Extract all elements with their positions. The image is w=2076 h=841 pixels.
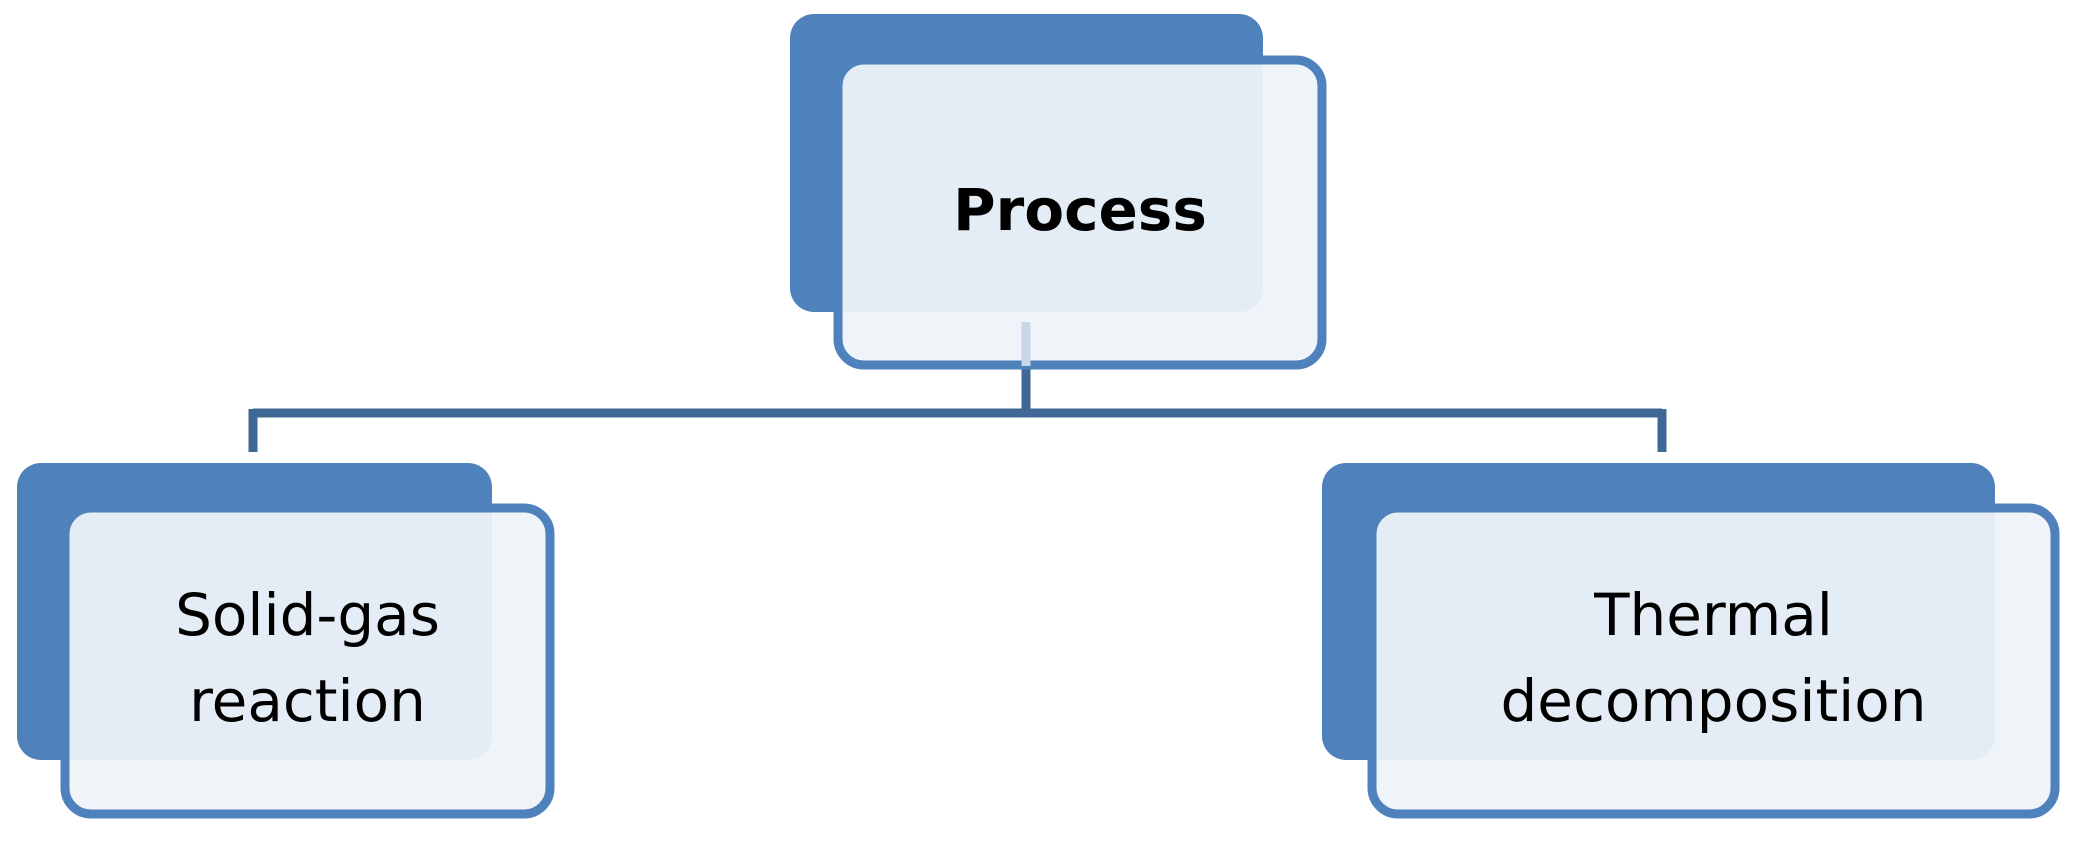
node-process bbox=[790, 14, 1327, 370]
node-solid-gas-front-card bbox=[60, 503, 555, 819]
node-process-front-card bbox=[833, 55, 1327, 370]
connector-lines bbox=[248, 366, 1667, 452]
node-thermal-decomposition bbox=[1322, 463, 2060, 819]
node-solid-gas-label: Solid-gas reaction bbox=[175, 581, 440, 735]
node-thermal-label: Thermal decomposition bbox=[1500, 581, 1927, 735]
node-process-label: Process bbox=[953, 176, 1207, 244]
node-solid-gas-reaction bbox=[17, 463, 555, 819]
node-thermal-front-card bbox=[1367, 503, 2060, 819]
